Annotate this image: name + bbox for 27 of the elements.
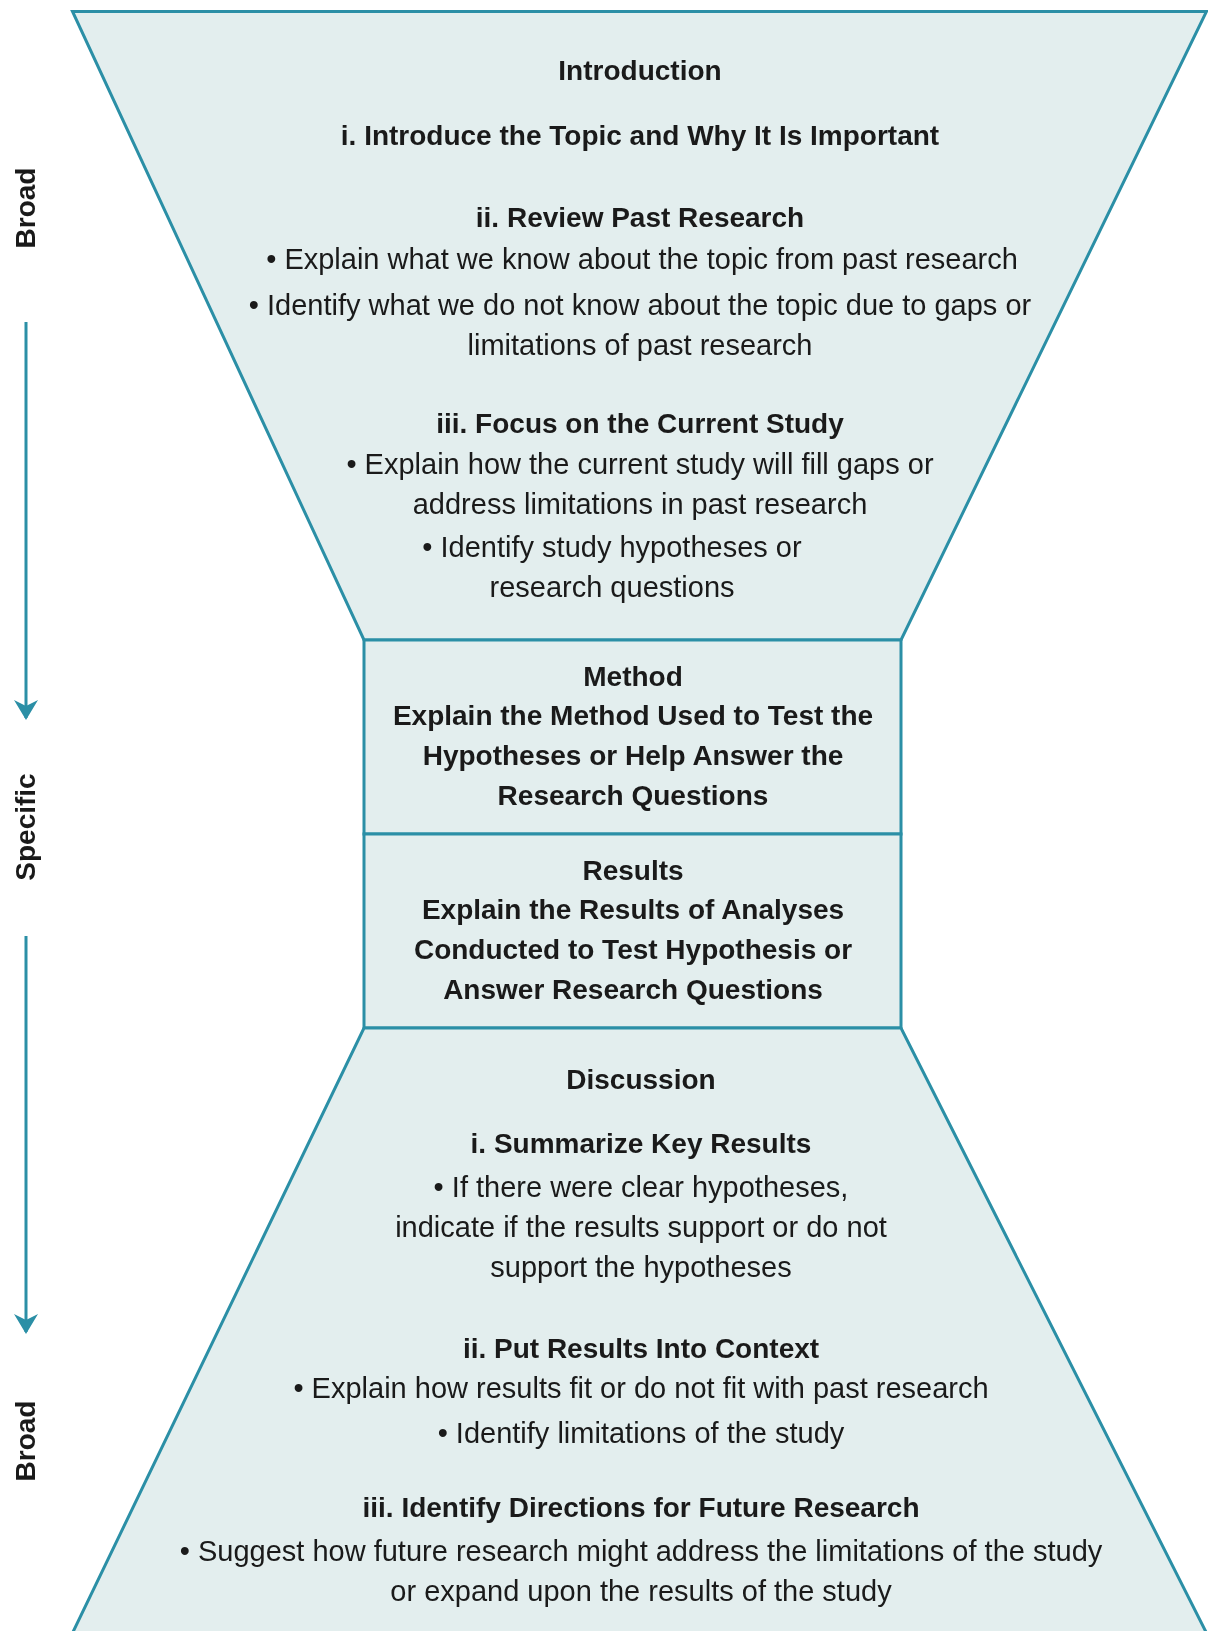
bullet-text: • Identify limitations of the study: [436, 1416, 846, 1451]
bullet-text: • Identify study hypotheses or research questions: [421, 530, 803, 605]
section-heading: Explain the Method Used to Test the Hypotheses or Help Answer the Research Questions: [391, 699, 875, 813]
section-heading: i. Introduce the Topic and Why It Is Important: [339, 119, 941, 153]
bullet-text: • Explain how results fit or do not fit with past research: [292, 1371, 990, 1406]
side-label: Broad: [10, 1400, 42, 1482]
bullet-text: • Explain how the current study will fill gaps or address limitations in past research: [345, 447, 935, 522]
bullet-text: • Suggest how future research might address the limitations of the study or expand upon the results of the study: [178, 1534, 1104, 1609]
bullet-text: • If there were clear hypotheses, indicate if the results support or do not support the hypotheses: [394, 1170, 888, 1285]
side-label: Specific: [10, 773, 42, 881]
section-box: [364, 640, 901, 834]
section-heading: Introduction: [557, 54, 723, 88]
trapezoid-section: [71, 1028, 1208, 1631]
section-heading: ii. Review Past Research: [474, 201, 806, 235]
section-heading: Results: [581, 854, 685, 888]
section-heading: iii. Focus on the Current Study: [435, 407, 845, 441]
section-heading: iii. Identify Directions for Future Research: [361, 1491, 921, 1525]
section-heading: Method: [582, 660, 684, 694]
bullet-text: • Explain what we know about the topic from past research: [265, 242, 1019, 277]
section-heading: i. Summarize Key Results: [469, 1127, 813, 1161]
section-heading: Discussion: [565, 1063, 717, 1097]
section-heading: Explain the Results of Analyses Conducted to Test Hypothesis or Answer Research Questions: [412, 893, 854, 1007]
trapezoid-section: [71, 10, 1208, 640]
bullet-text: • Identify what we do not know about the topic due to gaps or limitations of past research: [247, 288, 1033, 363]
section-heading: ii. Put Results Into Context: [461, 1332, 821, 1366]
section-box: [364, 834, 901, 1028]
side-label: Broad: [10, 167, 42, 249]
